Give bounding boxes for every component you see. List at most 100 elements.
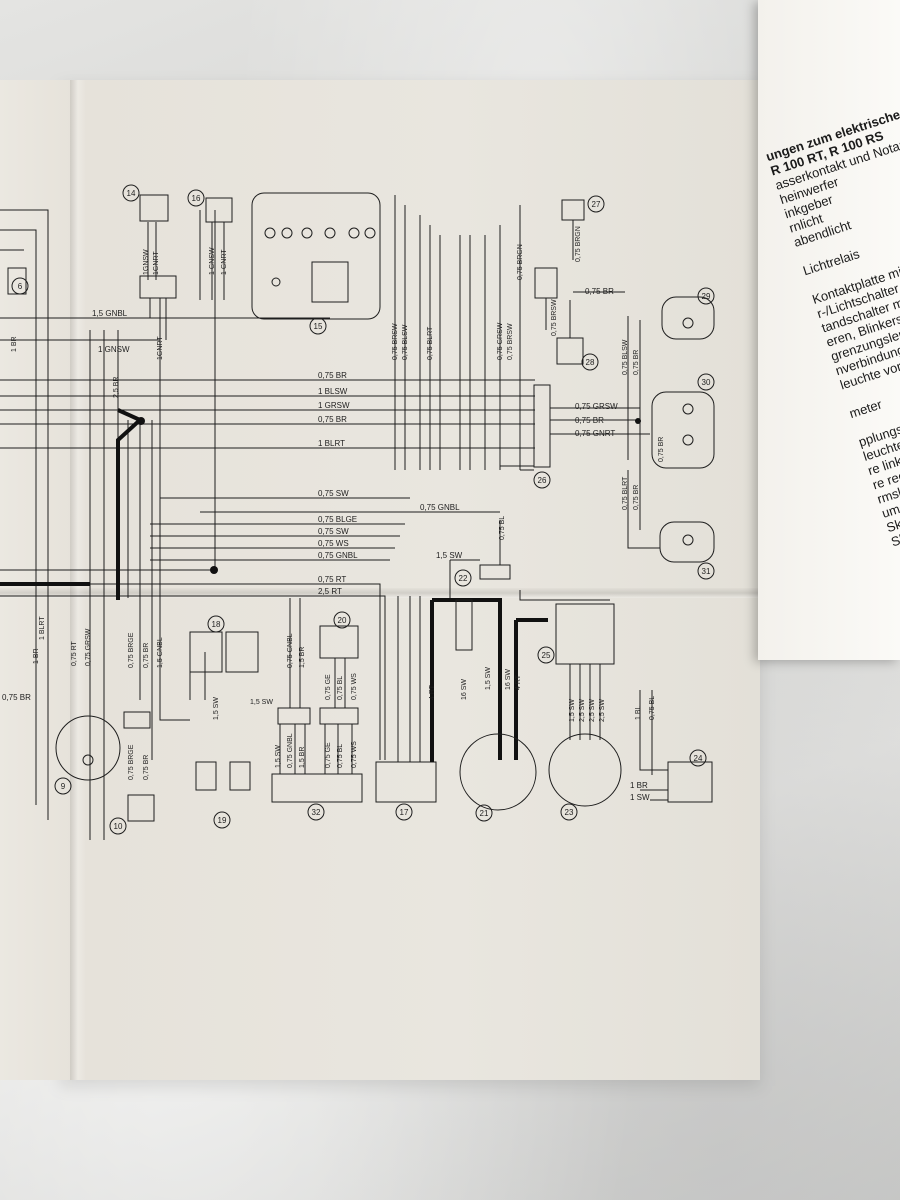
badge-25: 25 [537, 646, 555, 664]
wire-label: 0,75 BR [575, 416, 604, 425]
svg-text:16 SW: 16 SW [505, 669, 512, 690]
badge-20: 20 [333, 611, 351, 629]
svg-text:0,75 GNBL: 0,75 GNBL [287, 633, 294, 668]
sheet-fold-vertical [70, 80, 86, 1080]
svg-text:29: 29 [702, 292, 711, 301]
svg-text:1 BLRT: 1 BLRT [39, 616, 46, 640]
svg-text:0,75 BR: 0,75 BR [633, 485, 640, 510]
svg-text:1 BL: 1 BL [635, 705, 642, 720]
svg-text:22: 22 [459, 574, 468, 583]
wire-label: 1 GNSW [98, 345, 130, 354]
horizontal-wire-labels: 0,75 BR 1 BLSW 1 GRSW 0,75 BR 1 BLRT 0,7… [2, 287, 650, 802]
svg-text:6: 6 [18, 282, 23, 291]
badge-27: 27 [587, 195, 605, 213]
badge-17: 17 [395, 803, 413, 821]
badge-28: 28 [581, 353, 599, 371]
svg-text:1 BR: 1 BR [33, 648, 40, 664]
badge-26: 26 [533, 471, 551, 489]
svg-text:21: 21 [480, 809, 489, 818]
svg-text:0,75 GRSW: 0,75 GRSW [497, 322, 504, 360]
badge-16: 16 [187, 189, 205, 207]
wire-label: 0,75 GNBL [420, 503, 460, 512]
svg-text:2,5 SW: 2,5 SW [589, 699, 596, 722]
badge-21: 21 [475, 804, 493, 822]
component-badges: 6 9 10 14 15 16 17 18 19 20 21 22 23 24 … [11, 184, 715, 835]
wire-label: 0,75 GNBL [318, 551, 358, 560]
svg-text:0,75 BR: 0,75 BR [633, 350, 640, 375]
svg-text:0,75 GNBL: 0,75 GNBL [287, 733, 294, 768]
svg-text:0,75 BRGN: 0,75 BRGN [517, 244, 524, 280]
svg-text:28: 28 [586, 358, 595, 367]
wires [0, 192, 715, 840]
svg-text:0,75 WS: 0,75 WS [351, 741, 358, 768]
svg-text:0,75 BRGE: 0,75 BRGE [128, 744, 135, 780]
wire-label: 1 SW [630, 793, 650, 802]
svg-text:9: 9 [61, 782, 66, 791]
svg-text:0,75 BRGN: 0,75 BRGN [575, 226, 582, 262]
wire-label: 1,5 GNBL [92, 309, 128, 318]
svg-text:1 GNRT: 1 GNRT [221, 249, 228, 275]
wire-label: 0,75 SW [318, 489, 349, 498]
badge-18: 18 [207, 615, 225, 633]
svg-text:20: 20 [338, 616, 347, 625]
vertical-wire-labels: 1GNSW 1GNRT 1 GNSW 1 GNRT 1GNRT 2,5 BR 1… [11, 226, 665, 780]
svg-text:2,5 SW: 2,5 SW [599, 699, 606, 722]
svg-text:4 RT: 4 RT [429, 684, 436, 700]
svg-text:0,75 GE: 0,75 GE [325, 742, 332, 768]
svg-text:10: 10 [114, 822, 123, 831]
component-9-body [55, 715, 121, 781]
component-23-body [548, 733, 622, 807]
svg-text:14: 14 [127, 189, 136, 198]
wire-label: 0,75 BR [2, 693, 31, 702]
svg-text:0,75 BR: 0,75 BR [658, 437, 665, 462]
junction-dots [137, 417, 641, 574]
wire-label: 0,75 BR [318, 415, 347, 424]
wire-label: 0,75 BR [318, 371, 347, 380]
wire-label: 1 BR [630, 781, 648, 790]
svg-text:1GNRT: 1GNRT [153, 251, 160, 275]
svg-text:2,5 SW: 2,5 SW [579, 699, 586, 722]
badge-19: 19 [213, 811, 231, 829]
svg-text:0,75 GE: 0,75 GE [325, 674, 332, 700]
badge-15: 15 [309, 317, 327, 335]
heavy-wires [0, 408, 548, 762]
svg-text:0,75 BL: 0,75 BL [337, 744, 344, 768]
booklet-page: ungen zum elektrische R 100 RT, R 100 RS… [758, 0, 900, 660]
svg-text:0,75 BL: 0,75 BL [337, 676, 344, 700]
svg-text:27: 27 [592, 200, 601, 209]
svg-text:0,75 WS: 0,75 WS [351, 673, 358, 700]
wire-label: 0,75 GRSW [575, 402, 618, 411]
svg-text:32: 32 [312, 808, 321, 817]
badge-31: 31 [697, 562, 715, 580]
svg-text:0,75 BR: 0,75 BR [143, 755, 150, 780]
wire-label: 1 BLSW [318, 387, 348, 396]
badge-30: 30 [697, 373, 715, 391]
svg-text:1 GNSW: 1 GNSW [209, 247, 216, 275]
svg-text:24: 24 [694, 754, 703, 763]
wire-label: 1,5 SW [436, 551, 463, 560]
svg-text:26: 26 [538, 476, 547, 485]
svg-text:1,5 BR: 1,5 BR [299, 647, 306, 668]
svg-text:1,5 SW: 1,5 SW [485, 667, 492, 690]
badge-29: 29 [697, 287, 715, 305]
svg-text:0,75 BRGE: 0,75 BRGE [128, 632, 135, 668]
svg-text:2,5 BR: 2,5 BR [113, 377, 120, 398]
svg-text:1,5 SW: 1,5 SW [569, 699, 576, 722]
svg-text:1GNSW: 1GNSW [143, 249, 150, 275]
wire-label: 1 GRSW [318, 401, 350, 410]
svg-text:0,75 BLSW: 0,75 BLSW [402, 324, 409, 360]
wire-label: 0,75 BLGE [318, 515, 357, 524]
wire-label: 0,75 RT [318, 575, 346, 584]
wire-label: 0,75 SW [318, 527, 349, 536]
badge-22: 22 [454, 569, 472, 587]
svg-text:4 RT: 4 RT [515, 674, 522, 690]
badge-24: 24 [689, 749, 707, 767]
svg-text:25: 25 [542, 651, 551, 660]
badge-23: 23 [560, 803, 578, 821]
round-parts [55, 599, 622, 811]
svg-text:1,5 BR: 1,5 BR [299, 747, 306, 768]
wire-label: 0,75 BR [585, 287, 614, 296]
svg-text:1GNRT: 1GNRT [157, 336, 164, 360]
svg-text:16 SW: 16 SW [461, 679, 468, 700]
